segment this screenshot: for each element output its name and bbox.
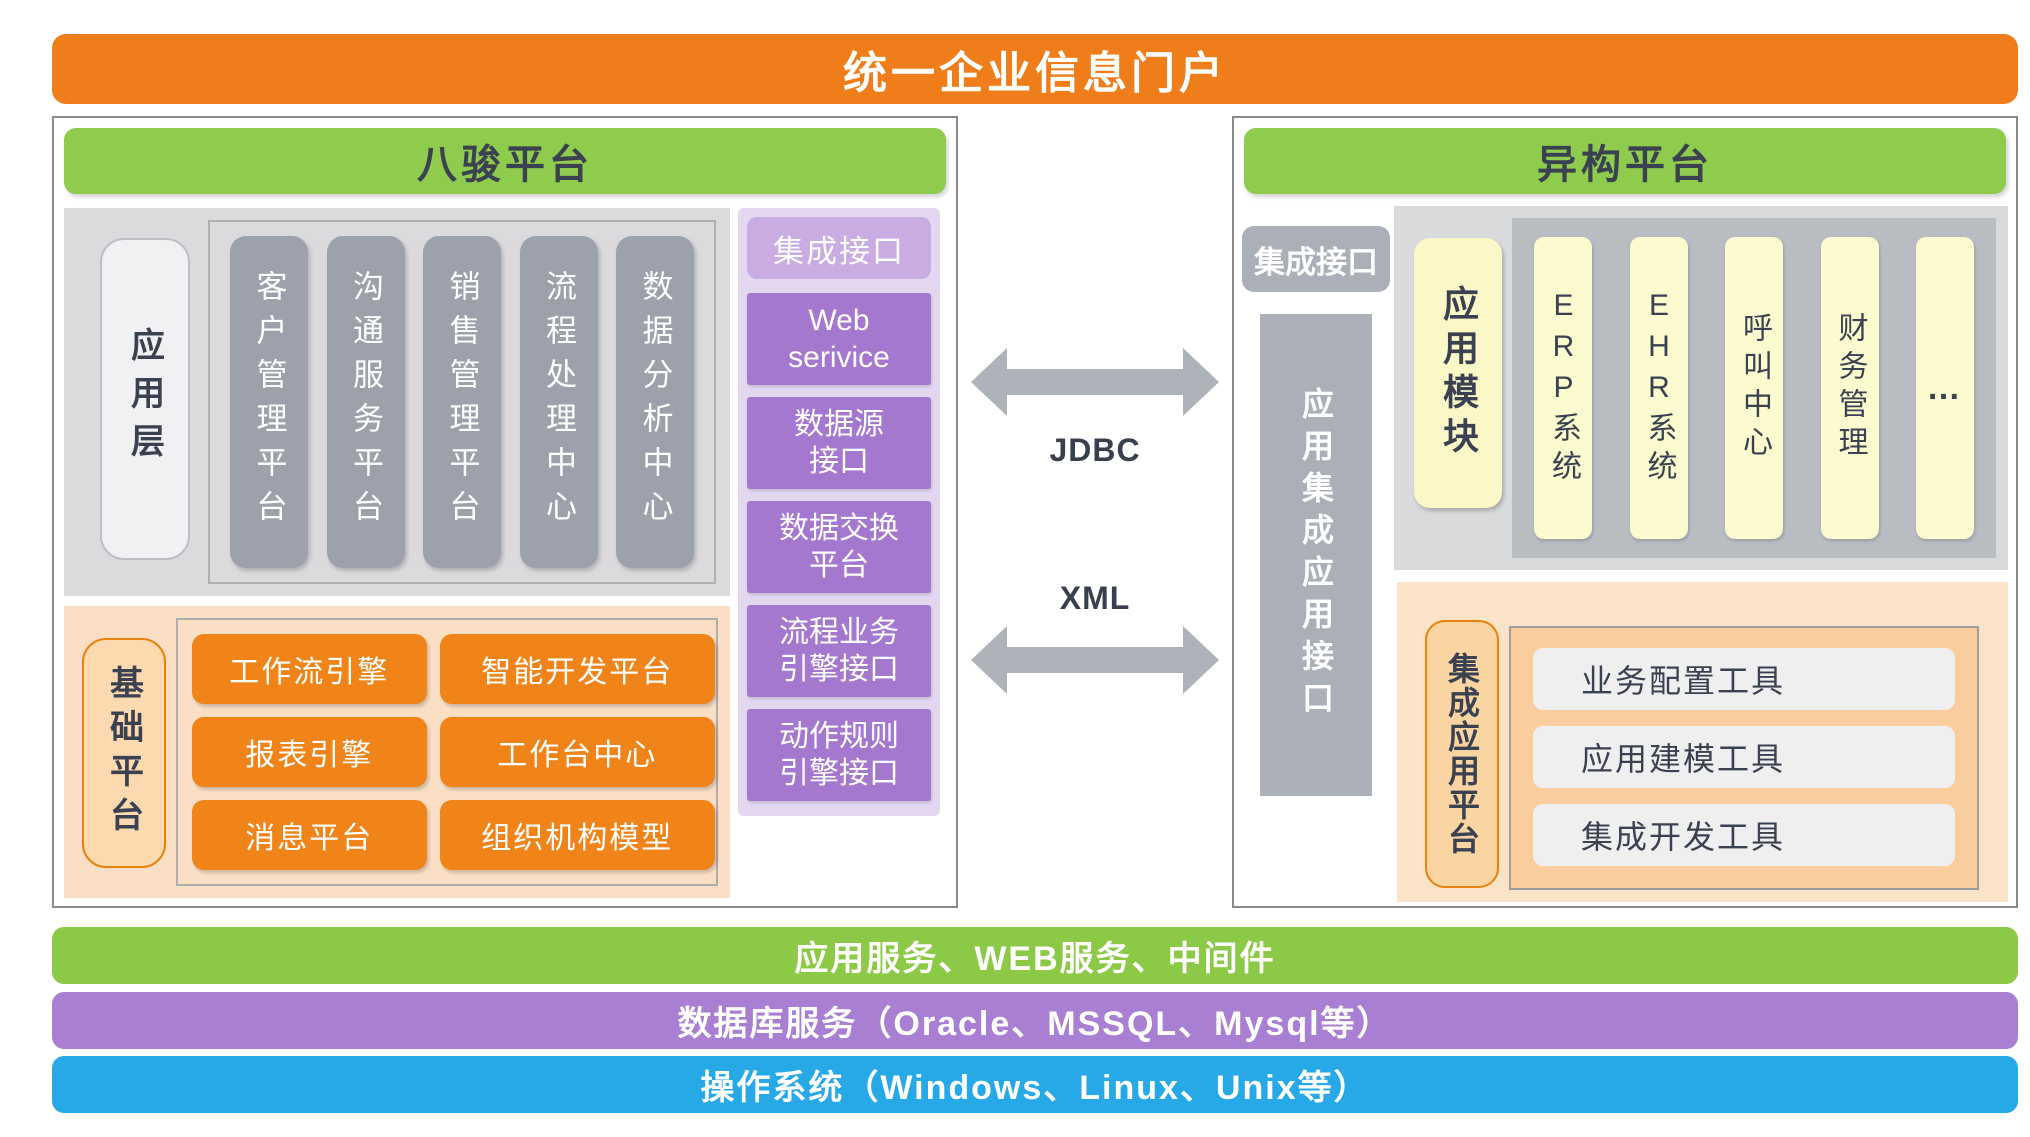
operating-system-bar: 操作系统（Windows、Linux、Unix等） <box>52 1056 2018 1113</box>
interface-action-rule-engine: 动作规则 引擎接口 <box>747 709 931 801</box>
interface-data-exchange: 数据交换 平台 <box>747 501 931 593</box>
app-column-data-analysis: 数据分析中心 <box>616 236 694 568</box>
base-item-smart-dev-platform: 智能开发平台 <box>439 634 715 704</box>
tool-business-config: 业务配置工具 <box>1533 648 1955 710</box>
left-platform-title: 八骏平台 <box>417 143 593 187</box>
integration-platform-label: 集成应用平台 <box>1425 620 1499 888</box>
app-column-sales-mgmt: 销售管理平台 <box>423 236 501 568</box>
integration-platform-section: 集成应用平台 业务配置工具 应用建模工具 集成开发工具 <box>1397 582 2008 902</box>
app-column-process-center: 流程处理中心 <box>519 236 598 568</box>
external-systems-box: ERP系统 EHR系统 呼叫中心 财务管理 … <box>1512 218 1996 558</box>
integration-interface-header: 集成接口 <box>747 217 931 279</box>
base-item-workbench-center: 工作台中心 <box>439 717 715 787</box>
application-layer-label: 应用层 <box>100 238 190 560</box>
base-platform-box: 工作流引擎 智能开发平台 报表引擎 工作台中心 消息平台 组织机构模型 <box>176 618 718 886</box>
base-item-message-platform: 消息平台 <box>192 800 427 870</box>
app-column-customer-mgmt: 客户管理平台 <box>230 236 308 568</box>
jdbc-double-arrow-icon <box>969 344 1221 420</box>
right-platform-panel: 异构平台 集成接口 应用集成应用接口 应用模块 ERP系统 EHR系统 呼叫中心… <box>1232 116 2018 908</box>
portal-title: 统一企业信息门户 <box>843 49 1227 98</box>
system-ehr: EHR系统 <box>1629 237 1688 539</box>
system-erp: ERP系统 <box>1534 237 1592 539</box>
interface-process-engine: 流程业务 引擎接口 <box>747 605 931 697</box>
application-columns-box: 客户管理平台 沟通服务平台 销售管理平台 流程处理中心 数据分析中心 <box>208 220 716 584</box>
base-item-workflow-engine: 工作流引擎 <box>192 634 427 704</box>
app-module-label: 应用模块 <box>1414 238 1502 508</box>
app-column-communication-service: 沟通服务平台 <box>326 236 405 568</box>
base-item-org-model: 组织机构模型 <box>439 800 715 870</box>
xml-double-arrow-icon <box>969 622 1221 698</box>
right-platform-header: 异构平台 <box>1244 128 2006 194</box>
xml-label: XML <box>1059 580 1131 616</box>
right-integration-interface-badge: 集成接口 <box>1242 226 1390 292</box>
jdbc-label: JDBC <box>1049 432 1141 468</box>
database-services-bar: 数据库服务（Oracle、MSSQL、Mysql等） <box>52 992 2018 1049</box>
system-call-center: 呼叫中心 <box>1725 237 1783 539</box>
left-platform-panel: 八骏平台 应用层 客户管理平台 沟通服务平台 销售管理平台 流程处理中心 数据分… <box>52 116 958 908</box>
portal-banner: 统一企业信息门户 <box>52 34 2018 104</box>
left-platform-header: 八骏平台 <box>64 128 946 194</box>
base-platform-label: 基础平台 <box>82 638 166 868</box>
application-integration-bus: 应用集成应用接口 <box>1260 314 1372 796</box>
tool-app-modeling: 应用建模工具 <box>1533 726 1955 788</box>
app-module-section: 应用模块 ERP系统 EHR系统 呼叫中心 财务管理 … <box>1394 206 2008 570</box>
application-layer-section: 应用层 客户管理平台 沟通服务平台 销售管理平台 流程处理中心 数据分析中心 <box>64 208 730 596</box>
tool-integration-dev: 集成开发工具 <box>1533 804 1955 866</box>
base-platform-section: 基础平台 工作流引擎 智能开发平台 报表引擎 工作台中心 消息平台 组织机构模型 <box>64 606 730 898</box>
system-finance: 财务管理 <box>1820 237 1879 539</box>
interface-web-service: Web serivice <box>747 293 931 385</box>
app-services-bar: 应用服务、WEB服务、中间件 <box>52 927 2018 984</box>
connector-area: JDBC XML <box>958 116 1232 908</box>
right-platform-title: 异构平台 <box>1537 143 1713 187</box>
system-more-ellipsis: … <box>1916 237 1974 539</box>
integration-tools-box: 业务配置工具 应用建模工具 集成开发工具 <box>1509 626 1979 890</box>
base-item-report-engine: 报表引擎 <box>192 717 427 787</box>
interface-data-source: 数据源 接口 <box>747 397 931 489</box>
integration-interface-stack: 集成接口 Web serivice 数据源 接口 数据交换 平台 流程业务 引擎… <box>738 208 940 816</box>
